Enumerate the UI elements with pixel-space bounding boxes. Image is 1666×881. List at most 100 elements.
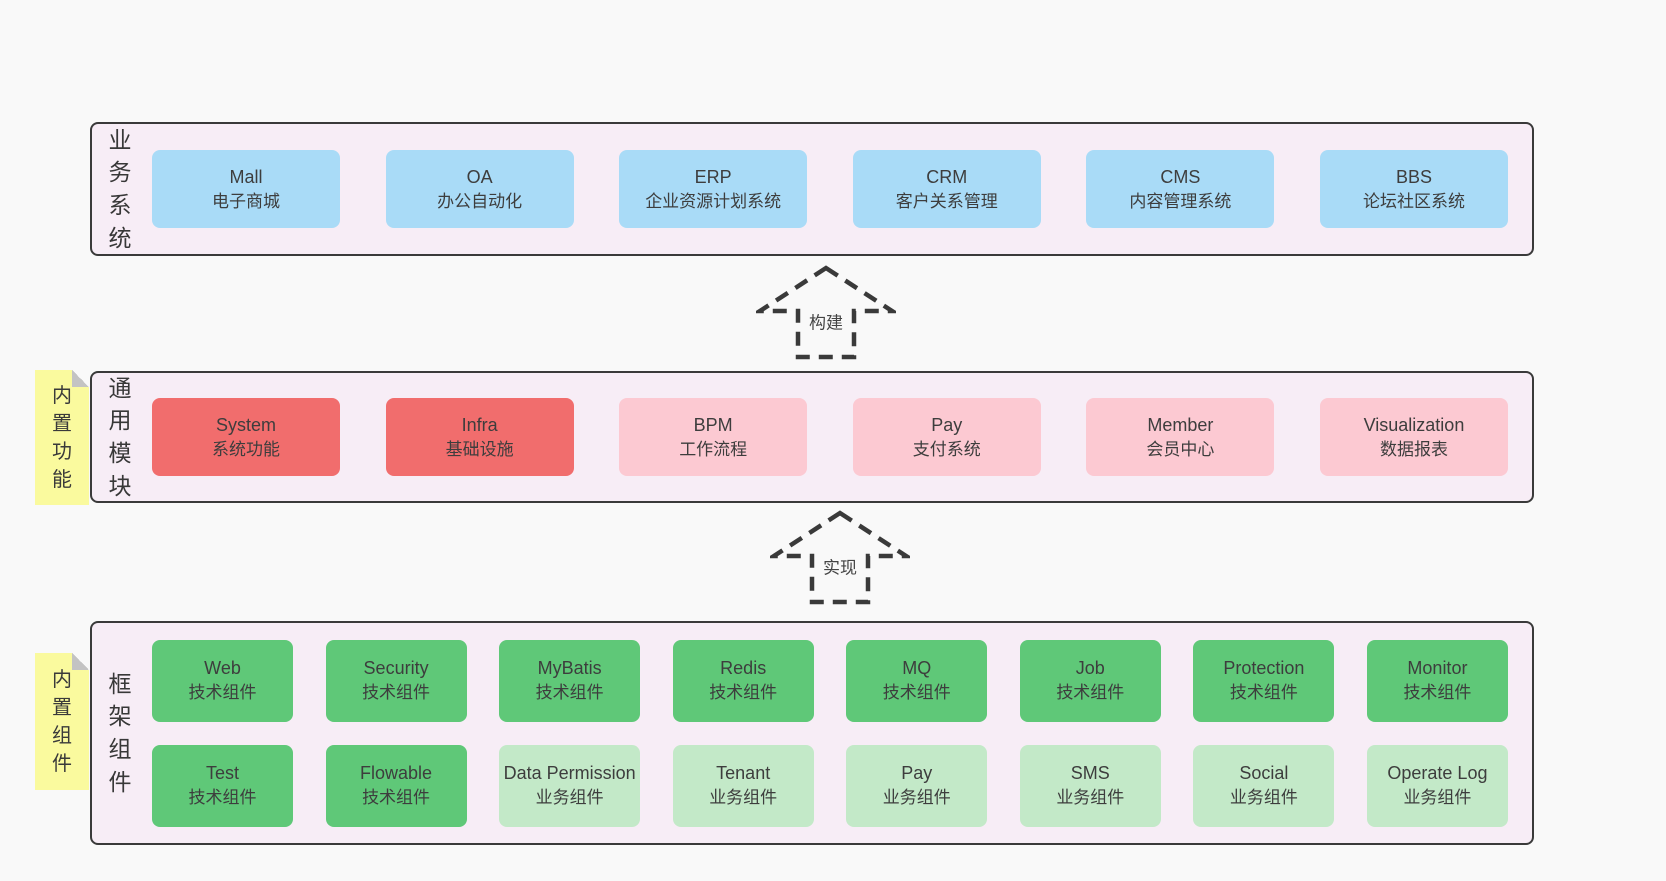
system-box-mall: Mall 电子商城 <box>152 150 340 228</box>
framework-components-side-label: 框架组件 <box>92 623 148 843</box>
box-title: SMS <box>1070 763 1110 784</box>
box-subtitle: 技术组件 <box>188 683 257 703</box>
box-subtitle: 技术组件 <box>362 683 431 703</box>
box-title: Security <box>363 658 429 679</box>
sticky-note-builtin-features: 内置功能 <box>35 370 89 505</box>
module-box-infra: Infra 基础设施 <box>385 398 574 476</box>
component-box-social: Social 业务组件 <box>1193 744 1335 827</box>
sticky-fold-corner <box>72 653 89 670</box>
box-subtitle: 技术组件 <box>882 683 951 703</box>
component-box-monitor: Monitor 技术组件 <box>1366 639 1508 722</box>
box-title: Visualization <box>1363 414 1465 435</box>
component-box-sms: SMS 业务组件 <box>1019 744 1161 827</box>
common-modules-side-label: 通用模块 <box>92 373 148 501</box>
system-box-oa: OA 办公自动化 <box>385 150 574 228</box>
box-subtitle: 论坛社区系统 <box>1362 191 1465 211</box>
box-title: Mall <box>229 166 263 187</box>
box-title: ERP <box>694 166 732 187</box>
box-subtitle: 会员中心 <box>1146 439 1215 459</box>
box-subtitle: 基础设施 <box>445 439 514 459</box>
side-label-text: 框架组件 <box>108 670 132 795</box>
module-box-visualization: Visualization 数据报表 <box>1319 398 1508 476</box>
box-title: Protection <box>1223 658 1305 679</box>
system-box-erp: ERP 企业资源计划系统 <box>619 150 808 228</box>
box-title: Member <box>1147 414 1214 435</box>
system-box-bbs: BBS 论坛社区系统 <box>1319 150 1508 228</box>
box-title: OA <box>466 166 493 187</box>
box-subtitle: 技术组件 <box>1403 683 1472 703</box>
box-title: Tenant <box>716 763 771 784</box>
box-subtitle: 技术组件 <box>709 683 778 703</box>
implement-arrow-label: 实现 <box>819 552 861 580</box>
box-subtitle: 业务组件 <box>1229 788 1298 808</box>
module-box-system: System 系统功能 <box>152 398 340 476</box>
box-subtitle: 办公自动化 <box>437 191 523 211</box>
box-subtitle: 数据报表 <box>1379 439 1448 459</box>
box-subtitle: 技术组件 <box>535 683 604 703</box>
box-subtitle: 业务组件 <box>535 788 604 808</box>
box-subtitle: 电子商城 <box>212 191 280 211</box>
build-arrow-label: 构建 <box>805 307 847 335</box>
box-subtitle: 客户关系管理 <box>895 191 998 211</box>
box-title: CRM <box>926 166 968 187</box>
box-title: Monitor <box>1407 658 1468 679</box>
component-box-mq: MQ 技术组件 <box>846 639 988 722</box>
box-title: Data Permission <box>503 763 636 784</box>
sticky-note-label: 内置功能 <box>52 384 72 491</box>
dashed-up-arrow-icon <box>756 265 896 360</box>
box-title: Web <box>204 658 241 679</box>
box-subtitle: 业务组件 <box>1403 788 1472 808</box>
system-box-crm: CRM 客户关系管理 <box>852 150 1041 228</box>
box-subtitle: 业务组件 <box>1056 788 1125 808</box>
box-subtitle: 系统功能 <box>212 439 280 459</box>
module-box-bpm: BPM 工作流程 <box>619 398 808 476</box>
side-label-text: 业务系统 <box>108 126 132 251</box>
component-box-job: Job 技术组件 <box>1019 639 1161 722</box>
component-box-security: Security 技术组件 <box>325 639 467 722</box>
business-systems-side-label: 业务系统 <box>92 124 148 254</box>
box-subtitle: 技术组件 <box>1229 683 1298 703</box>
business-systems-row: Mall 电子商城 OA 办公自动化 ERP 企业资源计划系统 CRM 客户关系… <box>152 150 1508 228</box>
box-subtitle: 工作流程 <box>679 439 748 459</box>
box-title: Pay <box>931 414 963 435</box>
side-label-text: 通用模块 <box>108 374 132 499</box>
dashed-up-arrow-icon <box>770 510 910 605</box>
component-box-mybatis: MyBatis 技术组件 <box>499 639 641 722</box>
module-box-pay: Pay 支付系统 <box>852 398 1041 476</box>
component-box-flowable: Flowable 技术组件 <box>325 744 467 827</box>
business-systems-panel: 业务系统 Mall 电子商城 OA 办公自动化 ERP 企业资源计划系统 CRM… <box>90 122 1534 256</box>
build-arrow: 构建 <box>756 265 896 361</box>
component-box-pay: Pay 业务组件 <box>846 744 988 827</box>
box-title: MQ <box>902 658 932 679</box>
component-box-web: Web 技术组件 <box>152 639 293 722</box>
framework-components-row-1: Web 技术组件 Security 技术组件 MyBatis 技术组件 Redi… <box>152 639 1508 722</box>
box-subtitle: 技术组件 <box>188 788 257 808</box>
box-title: Social <box>1239 763 1289 784</box>
sticky-note-builtin-components: 内置组件 <box>35 653 89 790</box>
common-modules-row: System 系统功能 Infra 基础设施 BPM 工作流程 Pay 支付系统… <box>152 398 1508 476</box>
box-title: Flowable <box>360 763 433 784</box>
box-subtitle: 业务组件 <box>709 788 778 808</box>
component-box-operate-log: Operate Log 业务组件 <box>1366 744 1508 827</box>
box-subtitle: 技术组件 <box>362 788 431 808</box>
box-title: Job <box>1075 658 1105 679</box>
box-subtitle: 企业资源计划系统 <box>645 191 782 211</box>
sticky-fold-corner <box>72 370 89 387</box>
box-title: BBS <box>1395 166 1432 187</box>
box-title: Operate Log <box>1387 763 1488 784</box>
component-box-data-permission: Data Permission 业务组件 <box>499 744 641 827</box>
system-box-cms: CMS 内容管理系统 <box>1086 150 1275 228</box>
box-title: Pay <box>901 763 933 784</box>
box-title: Infra <box>461 414 498 435</box>
box-title: Test <box>205 763 239 784</box>
component-box-protection: Protection 技术组件 <box>1193 639 1335 722</box>
component-box-test: Test 技术组件 <box>152 744 293 827</box>
box-title: BPM <box>693 414 733 435</box>
box-title: CMS <box>1160 166 1201 187</box>
sticky-note-label: 内置组件 <box>52 668 72 775</box>
box-title: MyBatis <box>537 658 602 679</box>
box-title: System <box>215 414 276 435</box>
box-subtitle: 支付系统 <box>912 439 981 459</box>
module-box-member: Member 会员中心 <box>1086 398 1275 476</box>
box-title: Redis <box>720 658 767 679</box>
